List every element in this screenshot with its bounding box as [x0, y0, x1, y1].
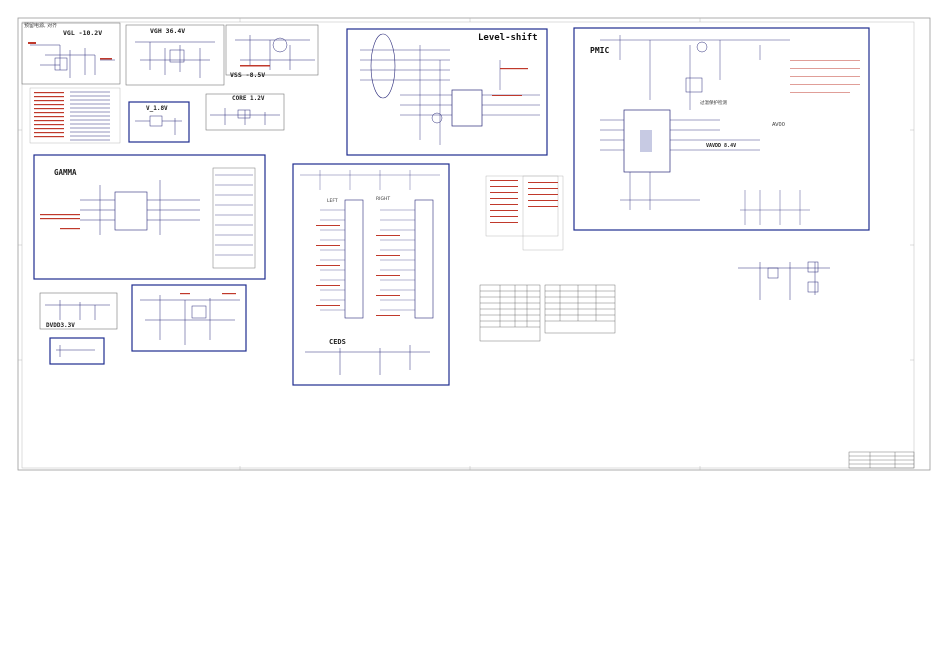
- pmic-title: PMIC: [590, 46, 609, 55]
- spec-table-right: [544, 284, 616, 334]
- dvdd-title: DVDD3.3V: [46, 322, 75, 329]
- border-ticks: [18, 18, 914, 470]
- small-connector-block: [49, 337, 105, 365]
- level-shift-table: [485, 175, 564, 251]
- vgh-title: VGH 36.4V: [150, 27, 185, 35]
- drawing-border-outer: [17, 17, 931, 471]
- vss-title: VSS -8.5V: [230, 71, 265, 79]
- v18-title: V_1.8V: [146, 105, 168, 112]
- dvdd-block: DVDD3.3V: [39, 292, 118, 330]
- drawing-border-inner: [21, 21, 915, 469]
- connector-left-label: LEFT: [327, 198, 338, 204]
- core-block: CORE 1.2V: [205, 93, 285, 131]
- sheet-note: 预留电源, 对齐: [24, 22, 57, 29]
- transistor-circuit: [738, 261, 830, 300]
- vgl-block: VGL -10.2V: [21, 22, 121, 85]
- converter-block: [131, 284, 247, 352]
- connector-right-label: RIGHT: [376, 196, 390, 202]
- ceds-block: LEFT RIGHT CEDS: [292, 163, 450, 386]
- vgh-block: VGH 36.4V: [125, 24, 225, 86]
- core-title: CORE 1.2V: [232, 95, 265, 102]
- gamma-title: GAMMA: [54, 168, 77, 177]
- v18-block: V_1.8V: [128, 101, 190, 143]
- pmic-note: 过温保护检测: [700, 99, 727, 106]
- level-shift-title: Level-shift: [478, 32, 538, 43]
- spec-table-left: [479, 284, 541, 342]
- sheet-watermark: AV00: [772, 122, 785, 128]
- title-block: [848, 451, 915, 469]
- pmic-block: PMIC 过温保护检测 VAVDD 8.4V AV00: [573, 27, 870, 231]
- level-shift-block: Level-shift: [346, 28, 548, 156]
- vss-block: VSS -8.5V: [225, 24, 319, 79]
- gamma-block: GAMMA: [33, 154, 266, 280]
- vavdd-title: VAVDD 8.4V: [706, 143, 736, 149]
- port-list-left: [29, 87, 121, 144]
- vgl-title: VGL -10.2V: [63, 29, 102, 37]
- ceds-title: CEDS: [329, 338, 346, 346]
